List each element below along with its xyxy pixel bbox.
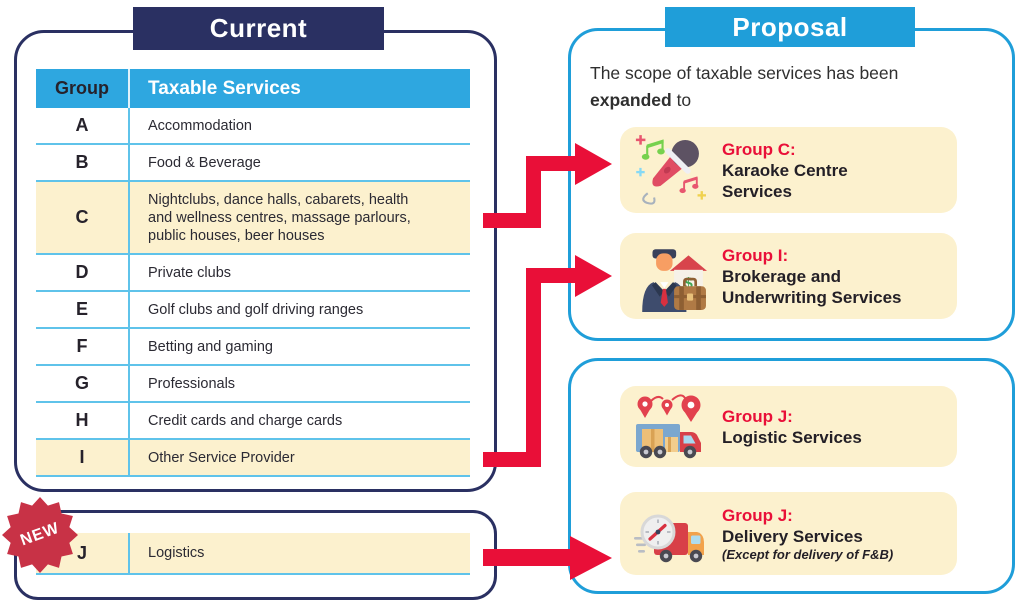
table-row: E Golf clubs and golf driving ranges: [36, 292, 470, 329]
group-cell: E: [36, 292, 130, 327]
table-row-highlighted: I Other Service Provider: [36, 440, 470, 477]
current-title-label: Current: [209, 13, 308, 43]
intro-bold-word: expanded: [590, 90, 672, 110]
card-karaoke: Group C: Karaoke Centre Services: [620, 127, 957, 213]
service-cell: Professionals: [148, 375, 236, 392]
card-group-label: Group C:: [722, 139, 796, 159]
card-group-label: Group J:: [722, 505, 793, 525]
karaoke-microphone-icon: [620, 133, 722, 207]
card-delivery: Group J: Delivery Services (Except for d…: [620, 492, 957, 575]
group-cell: G: [36, 366, 130, 401]
table-header-row: Group Taxable Services: [36, 69, 470, 108]
svg-text:$: $: [684, 275, 693, 292]
table-row: B Food & Beverage: [36, 145, 470, 182]
table-row: A Accommodation: [36, 108, 470, 145]
group-cell: H: [36, 403, 130, 438]
service-cell: Private clubs: [148, 264, 232, 281]
group-cell: D: [36, 255, 130, 290]
card-title-line: Karaoke Centre: [722, 160, 848, 180]
taxable-services-table: Group Taxable Services A Accommodation B…: [36, 69, 470, 477]
group-cell: C: [36, 182, 130, 253]
card-brokerage-text: Group I: Brokerage and Underwriting Serv…: [722, 245, 957, 308]
card-note: (Except for delivery of F&B): [722, 546, 894, 562]
table-row-highlighted: C Nightclubs, dance halls, cabarets, hea…: [36, 182, 470, 255]
card-title-line: Logistic Services: [722, 427, 862, 447]
table-header-group: Group: [36, 69, 130, 108]
group-cell: J: [36, 533, 130, 573]
card-logistics-text: Group J: Logistic Services: [722, 406, 957, 448]
card-title-line: Services: [722, 181, 792, 201]
group-cell: I: [36, 440, 130, 475]
card-logistics: Group J: Logistic Services: [620, 386, 957, 467]
table-row-j: J Logistics: [36, 533, 470, 575]
card-group-label: Group I:: [722, 245, 789, 265]
new-badge-label: NEW: [17, 519, 62, 550]
current-title: Current: [133, 7, 384, 50]
service-cell: Logistics: [148, 545, 205, 561]
card-title-line: Delivery Services: [722, 526, 863, 546]
card-karaoke-text: Group C: Karaoke Centre Services: [722, 139, 957, 202]
service-cell: Betting and gaming: [148, 338, 273, 355]
broker-icon: $: [620, 240, 722, 312]
proposal-title-label: Proposal: [732, 11, 848, 42]
group-cell: A: [36, 108, 130, 143]
delivery-truck-icon: [620, 498, 722, 570]
card-group-label: Group J:: [722, 406, 793, 426]
table-row: H Credit cards and charge cards: [36, 403, 470, 440]
proposal-intro-text: The scope of taxable services has been e…: [590, 60, 1005, 114]
service-cell: Accommodation: [148, 117, 252, 134]
service-cell: Credit cards and charge cards: [148, 412, 343, 429]
card-delivery-text: Group J: Delivery Services (Except for d…: [722, 505, 957, 563]
logistics-truck-icon: [620, 391, 722, 463]
group-cell: B: [36, 145, 130, 180]
service-cell: Other Service Provider: [148, 449, 295, 466]
intro-line1: The scope of taxable services has been: [590, 63, 899, 83]
group-cell: F: [36, 329, 130, 364]
service-cell: Nightclubs, dance halls, cabarets, healt…: [148, 191, 411, 244]
service-cell: Food & Beverage: [148, 154, 261, 171]
table-row: G Professionals: [36, 366, 470, 403]
card-title-line: Brokerage and: [722, 266, 842, 286]
proposal-title: Proposal: [665, 7, 915, 47]
table-row: F Betting and gaming: [36, 329, 470, 366]
card-title-line: Underwriting Services: [722, 287, 902, 307]
service-cell: Golf clubs and golf driving ranges: [148, 301, 364, 318]
table-header-services: Taxable Services: [148, 77, 301, 99]
intro-rest: to: [671, 90, 692, 110]
card-brokerage: $ Group I: Brokerage and Underwriting Se…: [620, 233, 957, 319]
table-row: D Private clubs: [36, 255, 470, 292]
